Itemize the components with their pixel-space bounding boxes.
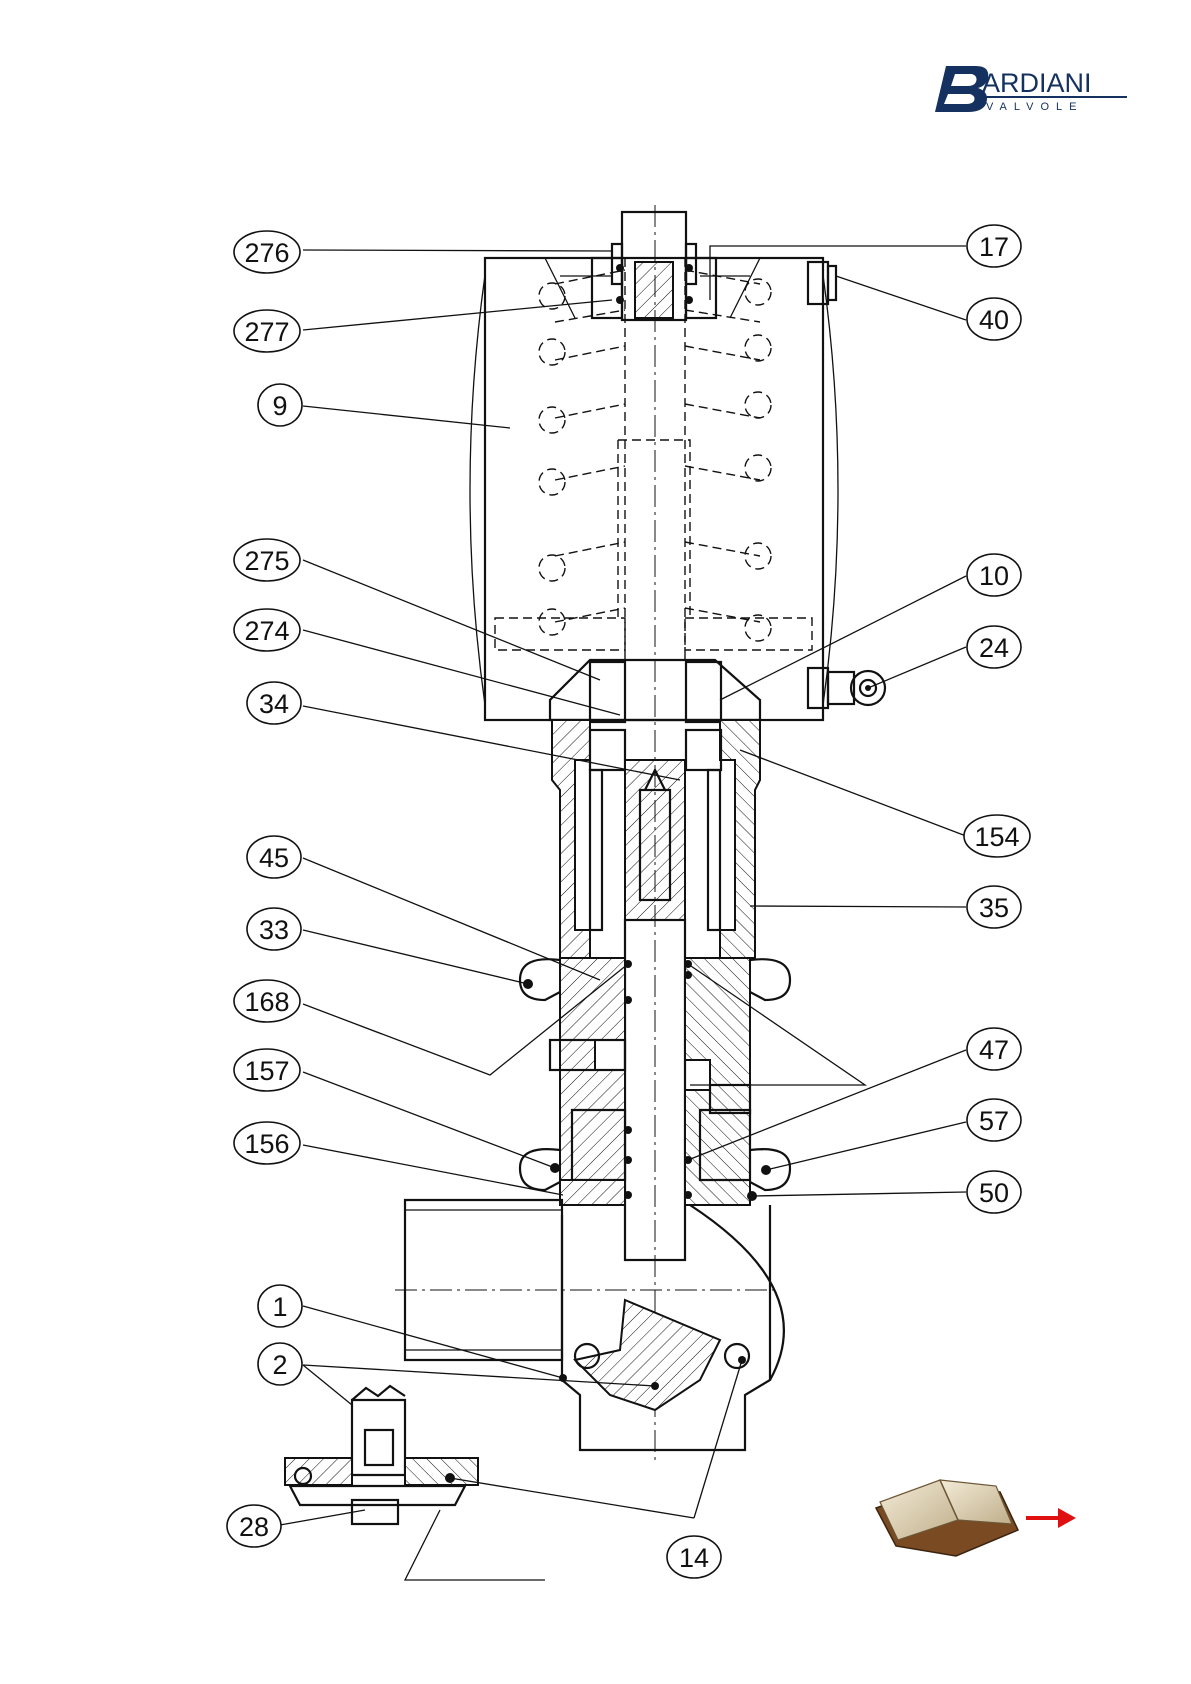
callout-277: 277 [234,310,300,352]
air-connection [808,668,885,708]
svg-text:14: 14 [679,1543,709,1573]
callout-34: 34 [247,682,301,724]
svg-text:17: 17 [979,232,1009,262]
callout-35: 35 [967,886,1021,928]
svg-text:57: 57 [979,1106,1009,1136]
callout-156: 156 [234,1122,300,1164]
callout-157: 157 [234,1049,300,1091]
next-page-button[interactable] [876,1480,1076,1556]
callout-47: 47 [967,1028,1021,1070]
callout-17: 17 [967,225,1021,267]
book-icon[interactable] [876,1480,1018,1556]
svg-text:156: 156 [244,1129,289,1159]
stem-shaft [625,205,685,1460]
svg-text:2: 2 [272,1350,287,1380]
svg-text:1: 1 [272,1292,287,1322]
svg-text:9: 9 [272,391,287,421]
svg-text:28: 28 [239,1512,269,1542]
callout-10: 10 [967,554,1021,596]
svg-text:45: 45 [259,843,289,873]
svg-text:276: 276 [244,238,289,268]
svg-text:34: 34 [259,689,289,719]
svg-text:157: 157 [244,1056,289,1086]
svg-text:154: 154 [974,822,1019,852]
logo-subtitle: VALVOLE [986,101,1084,113]
svg-text:35: 35 [979,893,1009,923]
callout-274: 274 [234,609,300,651]
actuator-housing [470,258,838,722]
logo-text: ARDIANI [982,68,1092,98]
right-arrow-icon[interactable] [1026,1508,1076,1528]
svg-text:10: 10 [979,561,1009,591]
callout-9: 9 [258,384,302,426]
callout-2: 2 [258,1343,302,1385]
callout-154: 154 [964,815,1030,857]
seat-detail [285,1386,545,1580]
callout-40: 40 [967,298,1021,340]
callout-275: 275 [234,539,300,581]
callout-276: 276 [234,231,300,273]
svg-text:168: 168 [244,987,289,1017]
svg-text:24: 24 [979,633,1009,663]
svg-text:33: 33 [259,915,289,945]
svg-text:274: 274 [244,616,289,646]
callout-1: 1 [258,1285,302,1327]
callout-14: 14 [667,1536,721,1578]
callout-50: 50 [967,1171,1021,1213]
callout-45: 45 [247,836,301,878]
callout-168: 168 [234,980,300,1022]
svg-text:40: 40 [979,305,1009,335]
callout-33: 33 [247,908,301,950]
svg-text:275: 275 [244,546,289,576]
bardiani-logo: ARDIANI VALVOLE [935,66,1127,113]
svg-text:50: 50 [979,1178,1009,1208]
callout-24: 24 [967,626,1021,668]
svg-text:47: 47 [979,1035,1009,1065]
callout-28: 28 [227,1505,281,1547]
svg-text:277: 277 [244,317,289,347]
callout-57: 57 [967,1099,1021,1141]
stem-top [592,212,716,320]
